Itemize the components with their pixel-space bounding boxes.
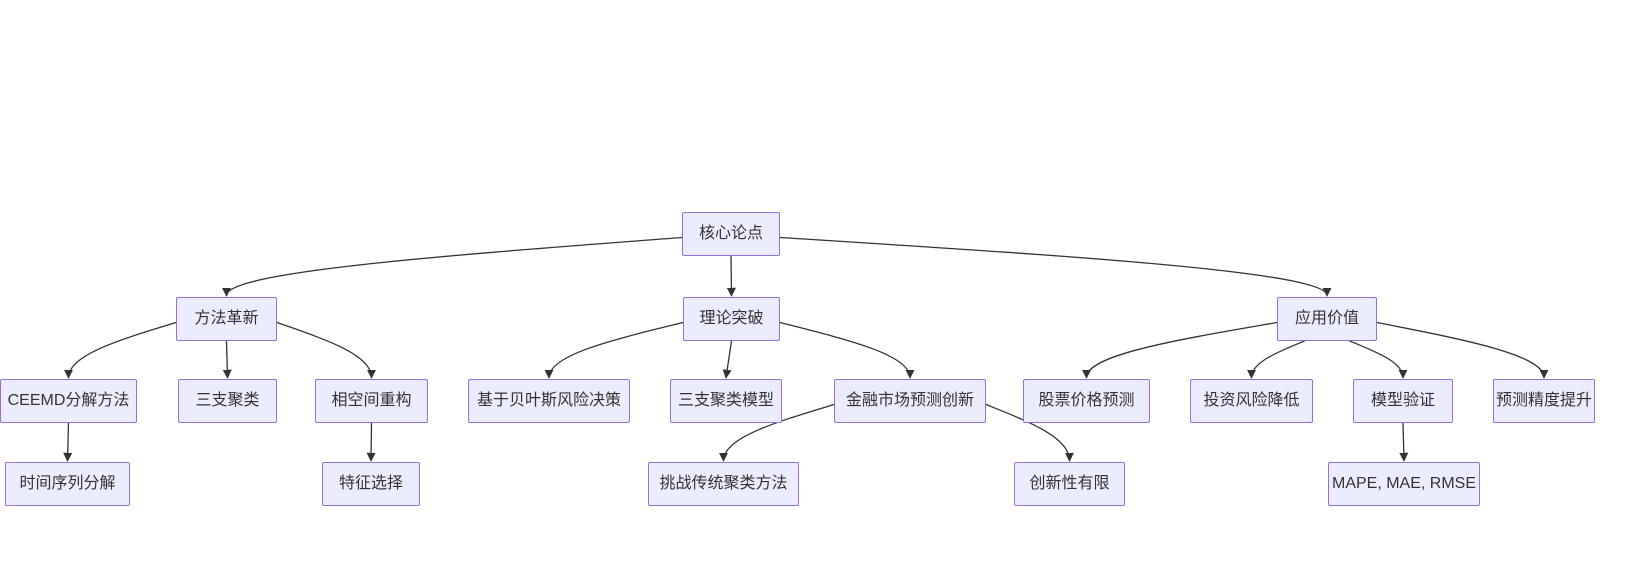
diagram-node-modelval: 模型验证 [1353, 379, 1453, 423]
node-label: CEEMD分解方法 [7, 392, 130, 410]
node-label: 特征选择 [338, 475, 403, 493]
diagram-node-risk: 投资风险降低 [1190, 379, 1313, 423]
node-label: 方法革新 [194, 310, 259, 328]
diagram-node-finance: 金融市场预测创新 [834, 379, 986, 423]
node-label: 金融市场预测创新 [845, 392, 974, 410]
edge-method-ceemd [63, 321, 177, 379]
edge-modelval-metrics [1399, 422, 1409, 462]
edge-theory-threemodel [722, 340, 733, 379]
node-label: MAPE, MAE, RMSE [1331, 475, 1477, 493]
diagram-node-theory: 理论突破 [683, 297, 780, 341]
diagram-node-phase: 相空间重构 [315, 379, 428, 423]
node-label: 理论突破 [699, 310, 764, 328]
edge-theory-bayes [544, 321, 684, 379]
diagram-node-feature: 特征选择 [322, 462, 420, 506]
node-label: 三支聚类 [195, 392, 260, 410]
diagram-node-challenge: 挑战传统聚类方法 [648, 462, 799, 506]
diagram-node-timeseries: 时间序列分解 [5, 462, 130, 506]
edge-core-theory [726, 255, 736, 297]
node-label: 核心论点 [698, 225, 763, 243]
diagram-node-bayes: 基于贝叶斯风险决策 [468, 379, 630, 423]
diagram-node-ceemd: CEEMD分解方法 [0, 379, 137, 423]
edge-value-precision [1376, 321, 1549, 379]
node-label: 三支聚类模型 [677, 392, 774, 410]
edge-ceemd-timeseries [63, 422, 73, 462]
edge-phase-feature [366, 422, 376, 462]
node-label: 相空间重构 [331, 392, 412, 410]
edge-theory-finance [779, 321, 915, 379]
node-label: 股票价格预测 [1038, 392, 1135, 410]
node-label: 挑战传统聚类方法 [659, 475, 788, 493]
diagram-node-precision: 预测精度提升 [1493, 379, 1595, 423]
edge-value-stock [1081, 321, 1278, 379]
node-label: 时间序列分解 [19, 475, 116, 493]
node-label: 模型验证 [1370, 392, 1435, 410]
node-label: 投资风险降低 [1203, 392, 1300, 410]
diagram-node-limited: 创新性有限 [1014, 462, 1125, 506]
node-label: 基于贝叶斯风险决策 [476, 392, 621, 410]
diagram-node-metrics: MAPE, MAE, RMSE [1328, 462, 1480, 506]
diagram-node-core: 核心论点 [682, 212, 780, 256]
node-label: 预测精度提升 [1495, 392, 1592, 410]
edge-core-method [222, 236, 683, 297]
edge-value-risk [1246, 340, 1305, 379]
diagram-node-threemodel: 三支聚类模型 [670, 379, 782, 423]
edge-method-threeway [222, 340, 232, 379]
diagram-node-value: 应用价值 [1277, 297, 1377, 341]
node-label: 创新性有限 [1029, 475, 1110, 493]
edge-core-value [779, 236, 1332, 297]
diagram-node-stock: 股票价格预测 [1023, 379, 1150, 423]
node-label: 应用价值 [1294, 310, 1359, 328]
edge-value-modelval [1349, 340, 1408, 379]
diagram-node-threeway: 三支聚类 [178, 379, 277, 423]
edge-method-phase [276, 321, 377, 379]
diagram-node-method: 方法革新 [176, 297, 277, 341]
